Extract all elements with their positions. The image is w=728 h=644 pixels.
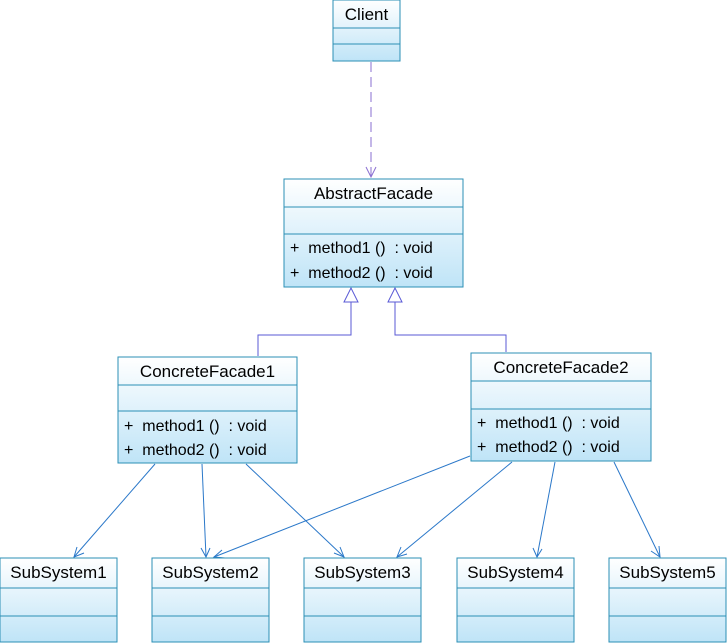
association-cf2-subsystem3 <box>396 461 513 558</box>
class-name-subsystem2: SubSystem2 <box>162 563 258 582</box>
class-concrete-facade2[interactable]: ConcreteFacade2 + method1 () : void + me… <box>470 352 652 462</box>
class-subsystem4[interactable]: SubSystem4 <box>456 557 575 643</box>
relationship-lines <box>73 62 661 559</box>
class-name-concrete-facade1: ConcreteFacade1 <box>140 362 275 381</box>
class-name-abstract-facade: AbstractFacade <box>314 184 433 203</box>
class-abstract-facade[interactable]: AbstractFacade + method1 () : void + met… <box>283 178 464 288</box>
association-cf2-subsystem2 <box>212 455 471 559</box>
class-name-subsystem3: SubSystem3 <box>314 563 410 582</box>
operation-method2: + method2 () : void <box>290 265 433 282</box>
class-name-concrete-facade2: ConcreteFacade2 <box>493 358 628 377</box>
generalization-concrete-facade1 <box>257 286 359 356</box>
class-client[interactable]: Client <box>332 0 401 62</box>
class-subsystem3[interactable]: SubSystem3 <box>303 557 422 643</box>
dependency-client-to-abstract-facade <box>365 62 377 179</box>
operation-method2: + method2 () : void <box>477 439 620 456</box>
association-cf1-subsystem1 <box>73 463 156 558</box>
class-subsystem2[interactable]: SubSystem2 <box>151 557 270 643</box>
operation-method1: + method1 () : void <box>290 240 433 257</box>
operation-method1: + method1 () : void <box>124 418 267 435</box>
operation-method1: + method1 () : void <box>477 415 620 432</box>
class-name-subsystem1: SubSystem1 <box>10 563 106 582</box>
class-concrete-facade1[interactable]: ConcreteFacade1 + method1 () : void + me… <box>117 356 298 464</box>
association-cf1-subsystem2 <box>200 463 211 559</box>
class-subsystem5[interactable]: SubSystem5 <box>608 557 727 643</box>
generalization-concrete-facade2 <box>387 286 507 352</box>
association-cf2-subsystem5 <box>613 461 661 558</box>
class-name-subsystem5: SubSystem5 <box>619 563 715 582</box>
association-cf1-subsystem3 <box>245 463 345 558</box>
association-cf2-subsystem4 <box>532 461 556 559</box>
class-subsystem1[interactable]: SubSystem1 <box>0 557 118 643</box>
class-name-subsystem4: SubSystem4 <box>467 563 563 582</box>
class-name-client: Client <box>345 5 389 24</box>
operation-method2: + method2 () : void <box>124 442 267 459</box>
